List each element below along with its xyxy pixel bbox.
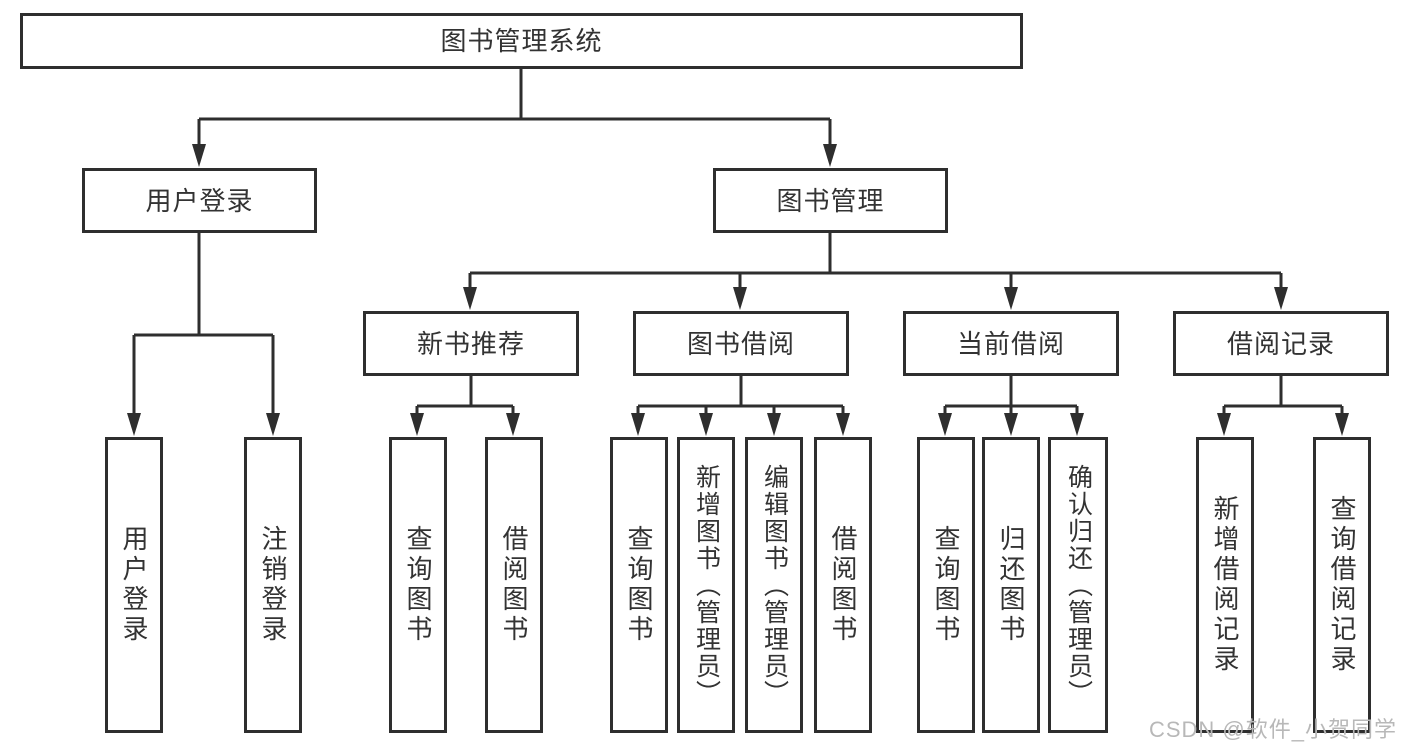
arrowhead xyxy=(127,413,141,436)
connector-records-branch xyxy=(1222,374,1344,419)
arrowhead xyxy=(631,413,645,436)
leaf-user-login: 用户登录 xyxy=(105,437,163,733)
arrowhead xyxy=(1274,287,1288,310)
arrowhead xyxy=(1217,413,1231,436)
arrowhead xyxy=(836,413,850,436)
connector-book-management-branch xyxy=(468,231,1283,292)
node-current-borrow: 当前借阅 xyxy=(903,311,1119,376)
connector-recommend-branch xyxy=(415,374,515,419)
connector-user-login-branch xyxy=(132,231,275,418)
arrowhead xyxy=(733,287,747,310)
arrowhead xyxy=(266,413,280,436)
leaf-edit-books-admin: 编辑图书（管理员） xyxy=(745,437,803,733)
leaf-logout: 注销登录 xyxy=(244,437,302,733)
connector-root-trunk xyxy=(197,66,832,150)
arrowhead xyxy=(192,144,206,167)
leaf-query-books-borrow: 查询图书 xyxy=(610,437,668,733)
arrowhead xyxy=(1335,413,1349,436)
node-borrow-records: 借阅记录 xyxy=(1173,311,1389,376)
node-user-login: 用户登录 xyxy=(82,168,317,233)
leaf-add-books-admin: 新增图书（管理员） xyxy=(677,437,735,733)
arrowhead xyxy=(823,144,837,167)
leaf-return-books: 归还图书 xyxy=(982,437,1040,733)
leaf-query-borrow-record: 查询借阅记录 xyxy=(1313,437,1371,733)
csdn-watermark: CSDN @软件_小贺同学 xyxy=(1148,717,1397,742)
node-book-borrow: 图书借阅 xyxy=(633,311,849,376)
leaf-borrow-books: 借阅图书 xyxy=(814,437,872,733)
arrowhead xyxy=(1070,413,1084,436)
arrowhead xyxy=(699,413,713,436)
arrowhead xyxy=(463,287,477,310)
arrowhead xyxy=(410,413,424,436)
node-library-management-system: 图书管理系统 xyxy=(20,13,1023,69)
leaf-query-books-recommend: 查询图书 xyxy=(389,437,447,733)
node-book-management: 图书管理 xyxy=(713,168,948,233)
arrowhead xyxy=(767,413,781,436)
arrowhead xyxy=(938,413,952,436)
connector-borrow-branch xyxy=(636,374,845,419)
leaf-borrow-books-recommend: 借阅图书 xyxy=(485,437,543,733)
connector-current-branch xyxy=(943,374,1079,419)
leaf-confirm-return-admin: 确认归还（管理员） xyxy=(1048,437,1108,733)
leaf-query-books-current: 查询图书 xyxy=(917,437,975,733)
arrowhead xyxy=(1004,287,1018,310)
arrowhead xyxy=(1004,413,1018,436)
node-new-book-recommend: 新书推荐 xyxy=(363,311,579,376)
arrowhead xyxy=(506,413,520,436)
leaf-add-borrow-record: 新增借阅记录 xyxy=(1196,437,1254,733)
